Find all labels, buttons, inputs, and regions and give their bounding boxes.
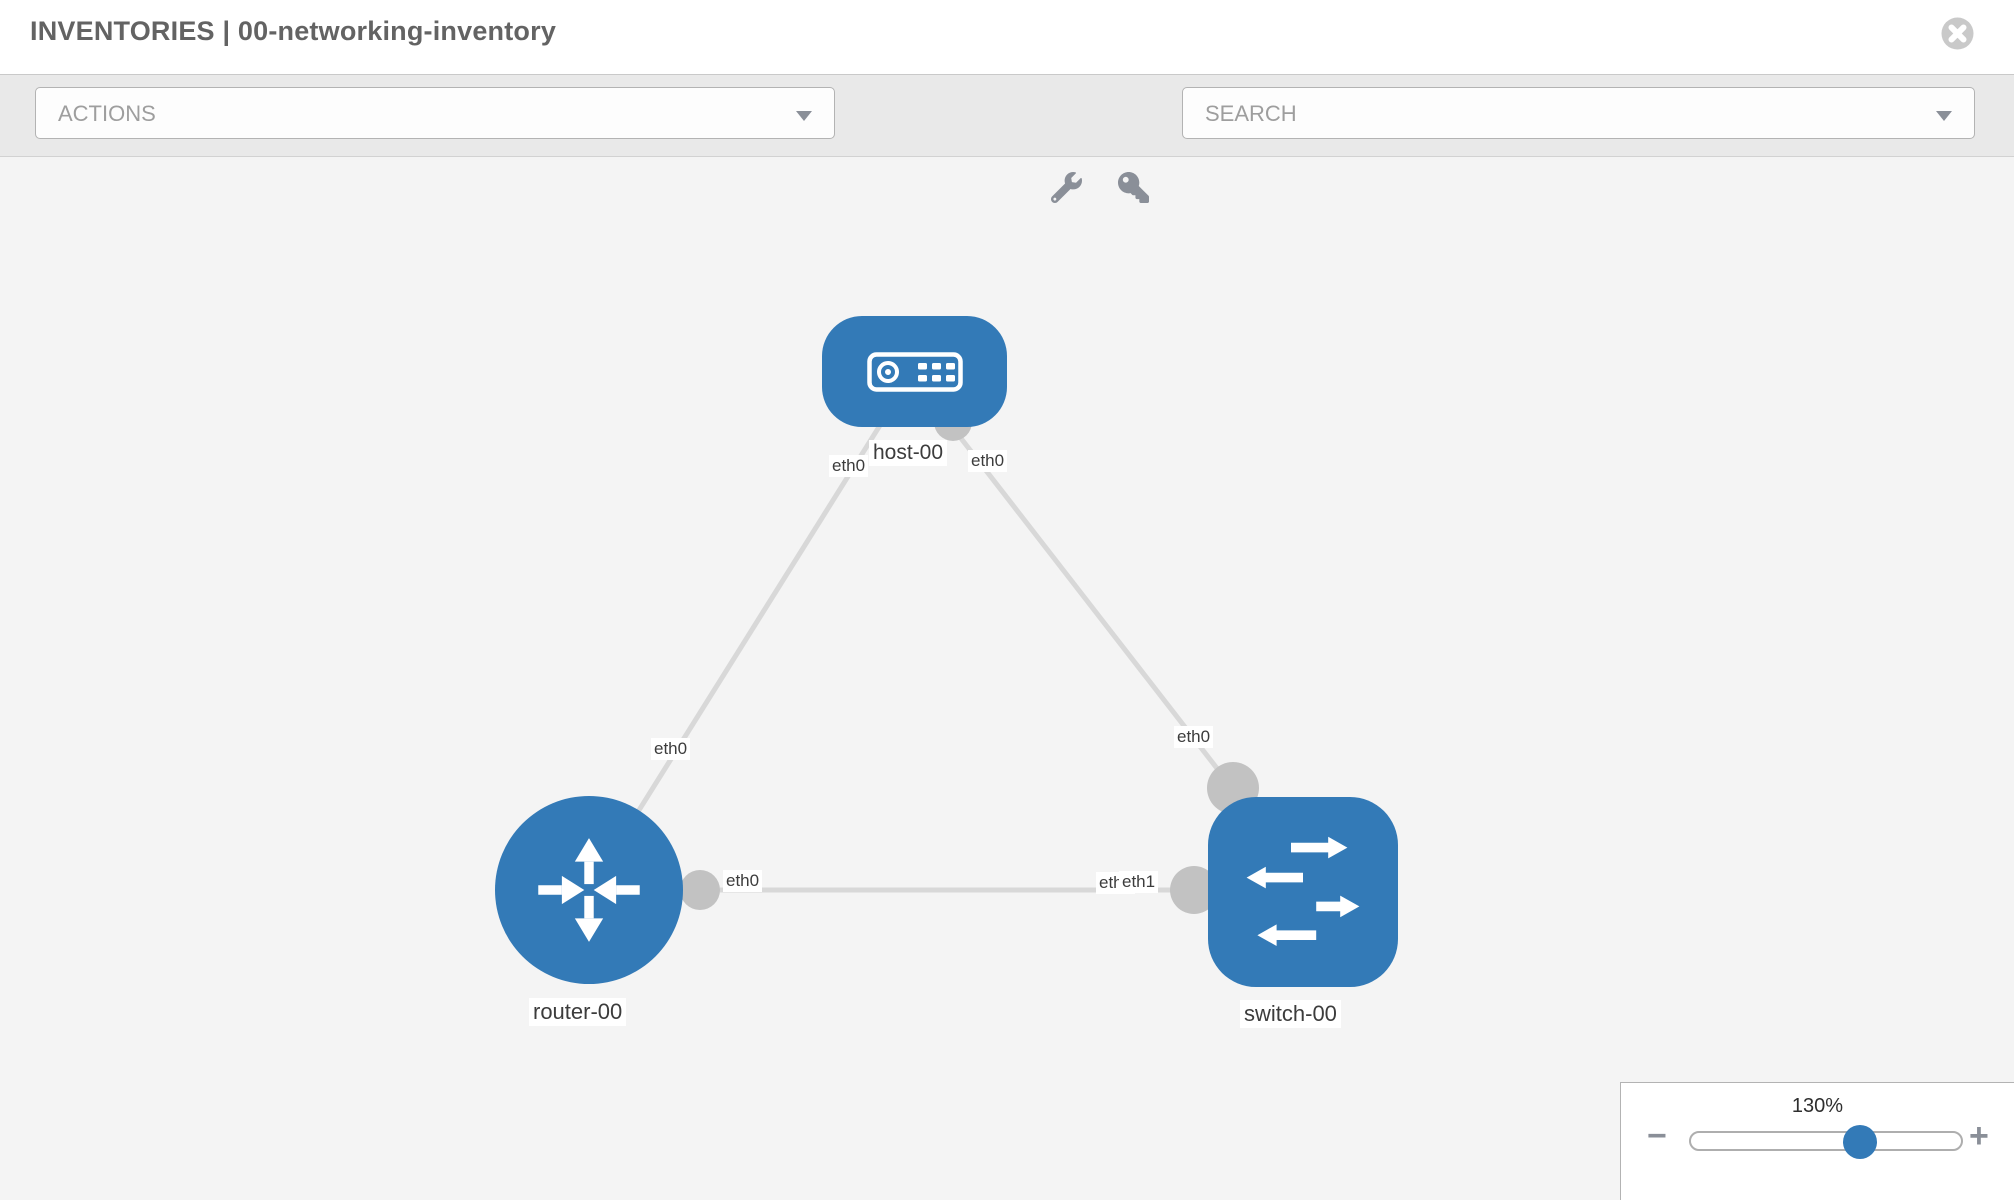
page-title: INVENTORIES | 00-networking-inventory xyxy=(30,16,557,46)
search-dropdown-label: SEARCH xyxy=(1205,101,1297,126)
zoom-slider-track[interactable] xyxy=(1689,1125,1963,1159)
interface-label-host-router-host-side: eth0 xyxy=(829,455,869,477)
interface-label-host-switch-host-side: eth0 xyxy=(968,450,1008,472)
zoom-level: 130% xyxy=(1791,1095,1844,1117)
page-header: INVENTORIES | 00-networking-inventory xyxy=(0,0,2014,75)
interface-label-host-switch-switch-side: eth0 xyxy=(1174,726,1214,748)
zoom-out-button[interactable]: − xyxy=(1647,1117,1667,1155)
zoom-panel: 130% − + xyxy=(1620,1082,2014,1200)
node-switch-00[interactable] xyxy=(1208,797,1398,987)
close-button[interactable] xyxy=(1941,17,1974,50)
close-icon xyxy=(1941,17,1974,50)
node-label-switch-00[interactable]: switch-00 xyxy=(1240,1000,1341,1028)
host-icon xyxy=(866,351,963,392)
node-router-00[interactable] xyxy=(495,796,683,984)
interface-endpoint-switch-eth1[interactable] xyxy=(1170,866,1218,914)
actions-dropdown[interactable]: ACTIONS xyxy=(35,87,835,139)
interface-label-router-switch-router-side: eth0 xyxy=(723,870,763,892)
actions-dropdown-label: ACTIONS xyxy=(58,101,156,126)
node-label-host-00[interactable]: host-00 xyxy=(869,440,948,466)
search-dropdown[interactable]: SEARCH xyxy=(1182,87,1975,139)
credentials-button[interactable] xyxy=(1118,172,1149,203)
key-icon xyxy=(1118,172,1149,203)
chevron-down-icon xyxy=(1936,111,1952,121)
interface-endpoint-router-eth0[interactable] xyxy=(680,870,720,910)
toolbar: ACTIONS SEARCH xyxy=(0,75,2014,203)
wrench-icon xyxy=(1051,172,1082,203)
router-icon xyxy=(538,838,640,942)
zoom-slider-thumb[interactable] xyxy=(1843,1125,1877,1159)
interface-label-host-router-router-side: eth0 xyxy=(651,738,691,760)
node-host-00[interactable] xyxy=(822,316,1007,427)
node-label-router-00[interactable]: router-00 xyxy=(529,998,627,1026)
interface-label-router-switch-switch-side-eth1: eth1 xyxy=(1119,871,1159,893)
switch-icon xyxy=(1246,836,1360,946)
zoom-in-button[interactable]: + xyxy=(1969,1117,1989,1155)
chevron-down-icon xyxy=(796,111,812,121)
configure-button[interactable] xyxy=(1051,172,1082,203)
topology-canvas[interactable] xyxy=(0,157,2014,1200)
